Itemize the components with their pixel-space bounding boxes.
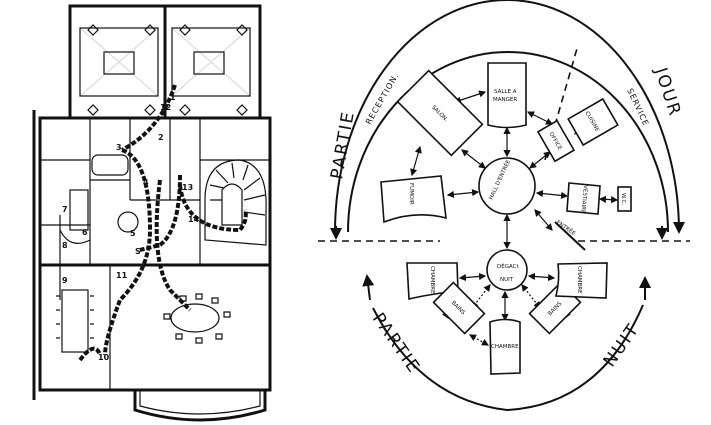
route-number: 6 [82,228,88,237]
route-number: 3 [116,143,122,152]
service-label: S [135,247,141,256]
route-number: 11 [116,271,128,280]
label-partie-jour: PARTIE [327,109,359,181]
label-service: SERVICE [625,87,650,128]
cabinet [69,189,89,231]
route-number: 14 [188,215,200,224]
bedroom-left [79,27,159,97]
room-label: MANGER [493,97,517,103]
room-chambre-right: CHAMBRE [554,262,608,299]
room-salle-a-manger: SALLE A MANGER [487,62,527,129]
route-number: 2 [158,133,164,142]
zoning-diagram: PARTIE JOUR RECEPTION. SERVICE [318,0,690,412]
route-number: 7 [62,205,68,214]
room-wc: W.C. [617,186,632,212]
room-fumoir: FUMOIR [380,175,447,224]
route-number: 10 [98,353,110,362]
label-jour: JOUR [650,64,685,119]
room-chambre-bottom: CHAMBRE [489,318,521,375]
service-path [59,215,91,300]
route-number: 4 [143,178,149,187]
label-reception: RECEPTION. [364,71,401,126]
circulation-path [103,84,177,356]
route-number: 9 [62,276,68,285]
route-number: 12 [160,103,171,112]
room-label: SALLE A [494,89,517,95]
round-table [117,211,139,233]
room-label: CHAMBRE [576,266,582,294]
room-label: VESTIAIRE [579,185,587,214]
room-vestiaire: VESTIAIRE [566,182,601,215]
room-cuisine: CUISINE [567,97,619,147]
bedroom-right [171,27,251,97]
outer-day-arc [334,0,685,234]
service-divider [544,44,579,161]
inner-day-arc [347,51,669,233]
salon-table [170,303,220,333]
room-label: DÉGACt [497,262,519,270]
bay-window [133,390,267,422]
route-number: 1 [170,93,176,102]
hall-entree-circle [478,157,536,215]
room-bains-left: BAINS [432,281,486,335]
night-arc [372,304,644,412]
route-number: 13 [182,183,193,192]
bathtub [91,154,129,176]
route-number: 5 [130,229,136,238]
connections [410,90,619,346]
route-number: 8 [62,241,68,250]
night-arc-arrow-left [362,274,375,301]
label-nuit: NUIT [600,320,644,371]
label-entree: ENTRÉE [555,218,578,237]
bed-left [103,51,135,75]
room-label: NUIT [500,277,514,283]
bed-right [193,51,225,75]
room-label: CHAMBRE [429,266,435,294]
room-label: CHAMBRE [491,344,519,350]
room-salon: SALON. [396,69,484,157]
room-label: W.C. [620,193,626,205]
staircase [204,159,267,246]
main-body [38,116,272,392]
degagement-nuit-circle [486,249,528,291]
room-office: OFFICE [536,119,576,163]
room-label: FUMOIR [408,183,414,205]
label-partie-nuit: PARTIE [368,309,424,377]
entree-line [554,221,586,251]
dining-table [61,289,89,353]
floor-plan: 3 1 2 4 5 6 7 8 9 10 11 12 13 14 S [32,4,272,422]
